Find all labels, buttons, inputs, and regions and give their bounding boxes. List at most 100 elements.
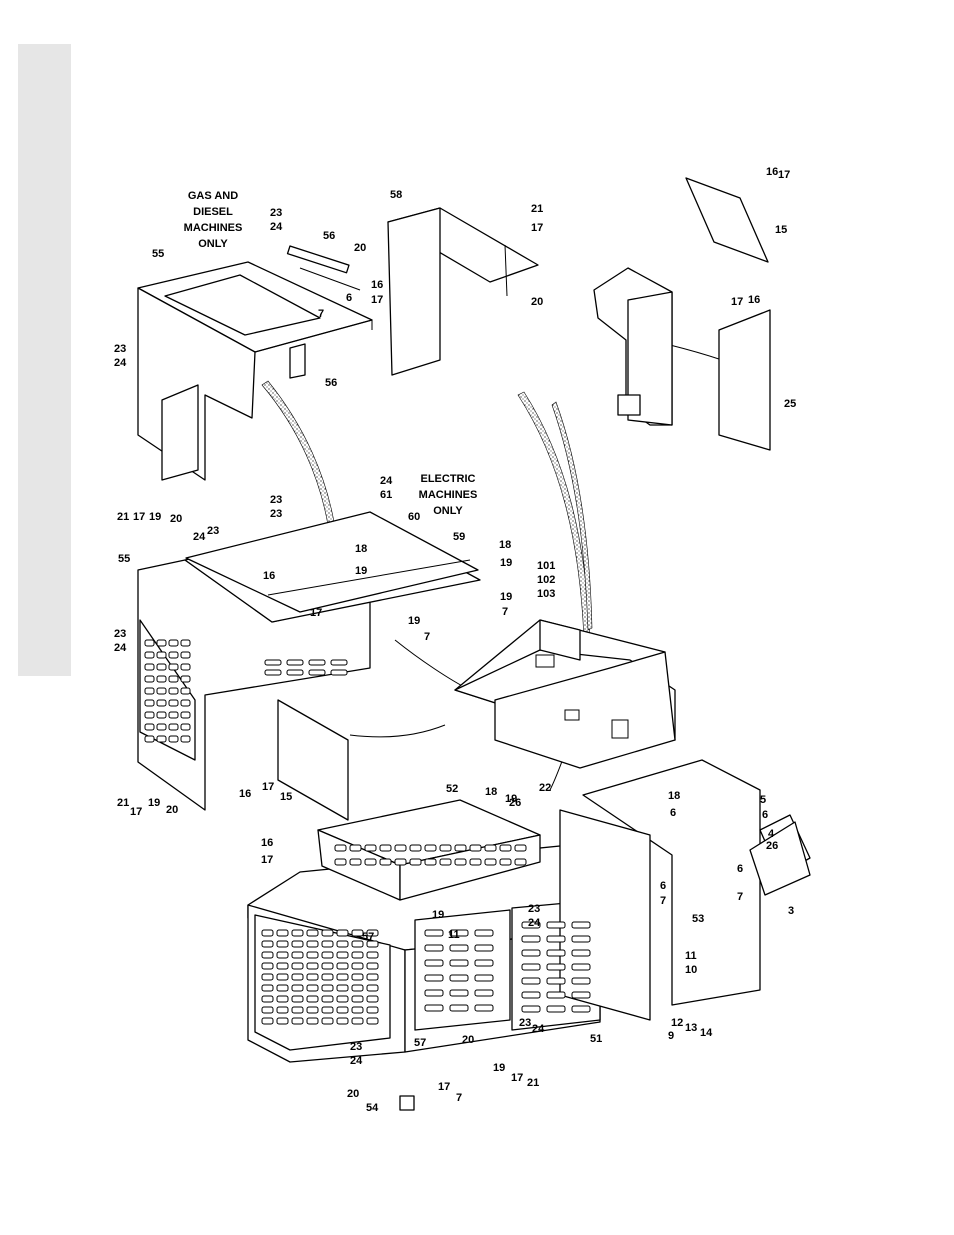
callout-17: 17 — [130, 806, 142, 818]
side-bracket — [593, 267, 673, 426]
callout-16: 16 — [239, 788, 251, 800]
callout-52: 52 — [446, 783, 458, 795]
callout-23: 23 — [207, 525, 219, 537]
callout-17: 17 — [731, 296, 743, 308]
louver-slots — [521, 921, 591, 1013]
callout-17: 17 — [133, 511, 145, 523]
callout-7: 7 — [318, 308, 324, 320]
callout-24: 24 — [532, 1023, 545, 1035]
callout-20: 20 — [347, 1088, 359, 1100]
callout-7: 7 — [737, 891, 743, 903]
note-electric-line: MACHINES — [419, 489, 478, 501]
callout-16: 16 — [371, 279, 383, 291]
callout-10: 10 — [685, 964, 697, 976]
note-electric-line: ONLY — [433, 505, 463, 517]
callout-59: 59 — [453, 531, 465, 543]
callout-19: 19 — [500, 591, 512, 603]
door-3 — [749, 814, 811, 896]
callout-19: 19 — [149, 511, 161, 523]
note-gas-diesel-line: GAS AND — [188, 190, 238, 202]
housing-101-102-103 — [454, 619, 676, 769]
callout-19: 19 — [500, 557, 512, 569]
callout-57: 57 — [414, 1037, 426, 1049]
callout-23: 23 — [270, 207, 282, 219]
louver-slots — [424, 929, 494, 1012]
callout-6: 6 — [660, 880, 666, 892]
callout-18: 18 — [668, 790, 680, 802]
callout-22: 22 — [539, 782, 551, 794]
callout-57: 57 — [362, 931, 374, 943]
enclosure-51 — [247, 841, 601, 1063]
callout-24: 24 — [350, 1055, 363, 1067]
callout-12: 12 — [671, 1017, 683, 1029]
callout-16: 16 — [261, 837, 273, 849]
callout-56: 56 — [325, 377, 337, 389]
panel-15-upper — [685, 177, 769, 263]
callout-24: 24 — [528, 917, 541, 929]
louver-slots — [334, 844, 527, 866]
callout-17: 17 — [778, 169, 790, 181]
callout-3: 3 — [788, 905, 794, 917]
louver-slots — [261, 929, 379, 1025]
callout-17: 17 — [310, 607, 322, 619]
callout-19: 19 — [408, 615, 420, 627]
callout-18: 18 — [485, 786, 497, 798]
callout-4: 4 — [768, 828, 775, 840]
callout-55: 55 — [118, 553, 130, 565]
callout-15: 15 — [775, 224, 787, 236]
callout-17: 17 — [438, 1081, 450, 1093]
callout-14: 14 — [700, 1027, 713, 1039]
callout-16: 16 — [263, 570, 275, 582]
callout-53: 53 — [692, 913, 704, 925]
callout-6: 6 — [346, 292, 352, 304]
note-gas-diesel-line: ONLY — [198, 238, 228, 250]
callout-19: 19 — [493, 1062, 505, 1074]
notes-layer: GAS ANDDIESELMACHINESONLYELECTRICMACHINE… — [184, 190, 478, 517]
louver-slots — [264, 659, 348, 676]
note-gas-diesel-line: DIESEL — [193, 206, 233, 218]
hood-55-electric — [137, 511, 481, 811]
callout-19: 19 — [505, 793, 517, 805]
callout-15: 15 — [280, 791, 292, 803]
callout-58: 58 — [390, 189, 402, 201]
callout-24: 24 — [114, 357, 127, 369]
callout-23: 23 — [270, 508, 282, 520]
callout-20: 20 — [462, 1034, 474, 1046]
callout-11: 11 — [685, 950, 697, 962]
callout-13: 13 — [685, 1022, 697, 1034]
callout-20: 20 — [166, 804, 178, 816]
callout-60: 60 — [408, 511, 420, 523]
callout-6: 6 — [670, 807, 676, 819]
callout-11: 11 — [448, 929, 460, 941]
callout-19: 19 — [148, 797, 160, 809]
callout-20: 20 — [354, 242, 366, 254]
callout-7: 7 — [456, 1092, 462, 1104]
hood-55-gas-diesel — [137, 245, 373, 481]
callout-20: 20 — [531, 296, 543, 308]
callout-25: 25 — [784, 398, 796, 410]
callout-56: 56 — [323, 230, 335, 242]
callout-51: 51 — [590, 1033, 602, 1045]
callout-61: 61 — [380, 489, 392, 501]
callout-17: 17 — [371, 294, 383, 306]
callout-23: 23 — [114, 628, 126, 640]
callout-16: 16 — [748, 294, 760, 306]
callout-17: 17 — [531, 222, 543, 234]
callout-23: 23 — [270, 494, 282, 506]
callout-54: 54 — [366, 1102, 379, 1114]
callout-21: 21 — [527, 1077, 539, 1089]
callout-6: 6 — [737, 863, 743, 875]
callout-24: 24 — [114, 642, 127, 654]
callout-7: 7 — [424, 631, 430, 643]
callout-101: 101 — [537, 560, 555, 572]
callout-21: 21 — [117, 511, 129, 523]
callout-24: 24 — [270, 221, 283, 233]
callout-26: 26 — [509, 797, 521, 809]
callout-5: 5 — [760, 794, 766, 806]
callout-21: 21 — [117, 797, 129, 809]
callout-55: 55 — [152, 248, 164, 260]
callout-23: 23 — [528, 903, 540, 915]
